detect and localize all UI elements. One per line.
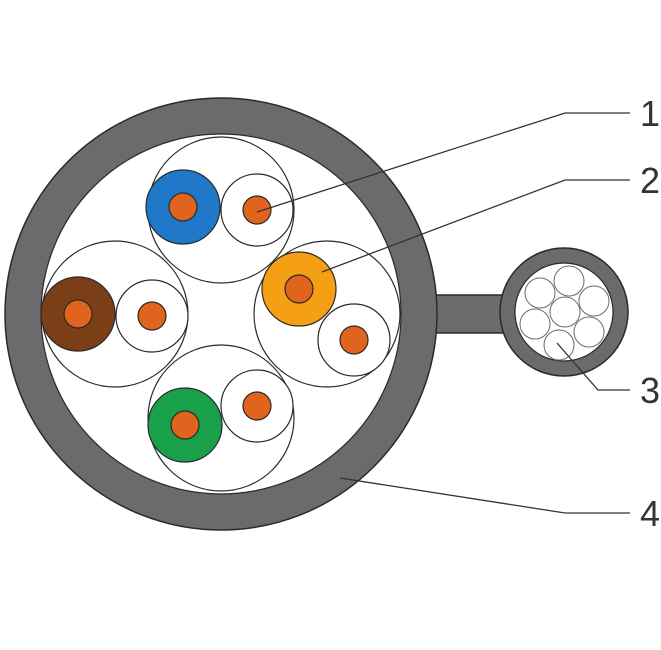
callout-label-1: 1	[640, 93, 660, 134]
twisted-pair-blue	[145, 136, 295, 284]
twisted-pair-green	[147, 344, 295, 492]
conductor	[137, 301, 167, 331]
conductor	[339, 325, 369, 355]
twisted-pair-brown	[40, 240, 189, 388]
messenger-strand	[553, 265, 585, 297]
conductor	[170, 410, 200, 440]
conductor	[242, 391, 272, 421]
messenger-strand	[524, 277, 556, 309]
leader-line-4	[339, 477, 630, 514]
messenger-strand	[573, 316, 605, 348]
messenger-strand	[549, 296, 581, 328]
twisted-pair-orange	[253, 240, 401, 388]
conductor	[168, 192, 198, 222]
leader-lines	[256, 112, 630, 514]
messenger-strand	[519, 308, 551, 340]
conductor	[242, 195, 272, 225]
callout-label-2: 2	[640, 160, 660, 201]
leader-line-1	[256, 112, 630, 213]
leader-line-3	[556, 342, 630, 391]
callout-label-3: 3	[640, 370, 660, 411]
messenger-strands	[519, 265, 610, 361]
leader-line-2	[321, 179, 630, 273]
callout-label-4: 4	[640, 493, 660, 534]
conductor	[284, 274, 314, 304]
conductor	[63, 299, 93, 329]
messenger-strand	[578, 285, 610, 317]
